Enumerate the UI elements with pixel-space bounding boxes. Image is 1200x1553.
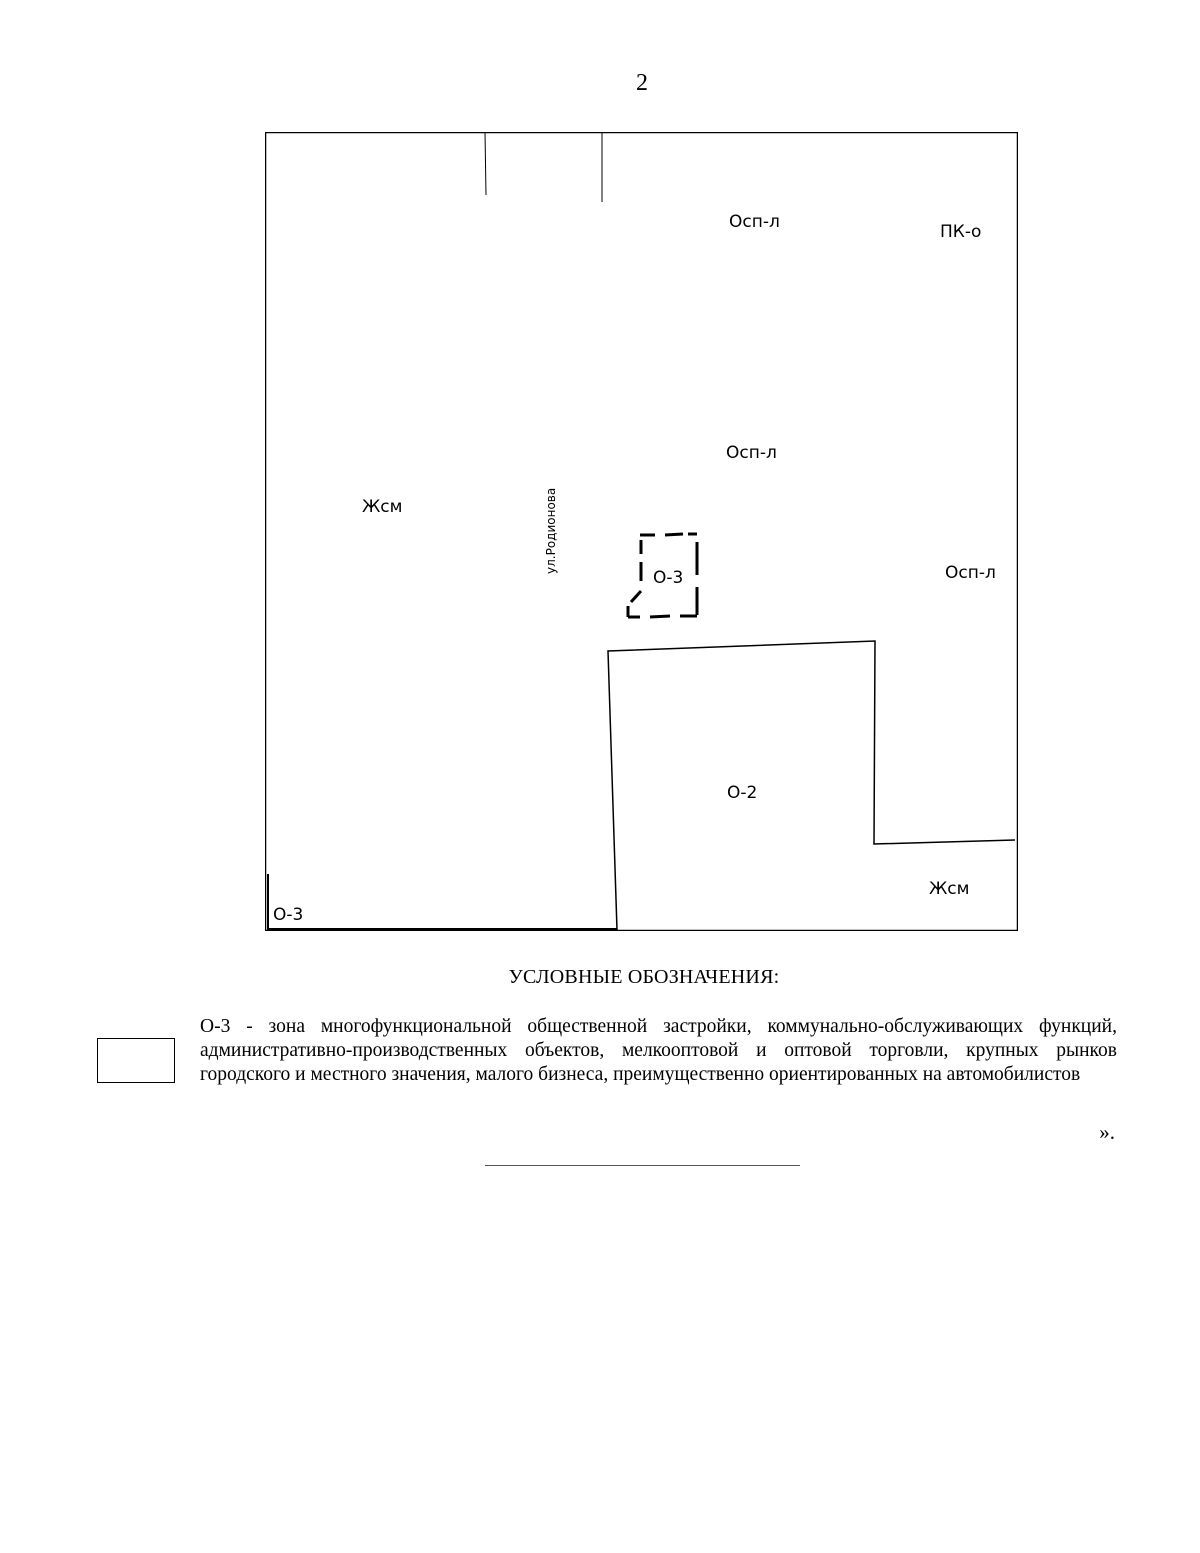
street-label: ул.Родионова bbox=[544, 487, 558, 574]
zone-label-ospl: Осп-л bbox=[945, 563, 996, 583]
zone-label-ospl: Осп-л bbox=[729, 212, 780, 232]
zone-label-pko: ПК-о bbox=[940, 222, 982, 242]
closing-quote: ». bbox=[1099, 1120, 1115, 1144]
zone-label-zhsm: Жсм bbox=[362, 497, 403, 517]
o2-boundary bbox=[607, 640, 1016, 931]
divider-line bbox=[485, 1165, 800, 1166]
top-boundary-line bbox=[484, 132, 487, 196]
legend-description: О-3 - зона многофункциональной обществен… bbox=[200, 1016, 1117, 1085]
legend-title: УСЛОВНЫЕ ОБОЗНАЧЕНИЯ: bbox=[508, 966, 780, 988]
zone-label-ospl: Осп-л bbox=[726, 443, 777, 463]
zone-label-o2: О-2 bbox=[727, 783, 758, 803]
zone-label-zhsm: Жсм bbox=[929, 879, 970, 899]
zone-label-o3: О-3 bbox=[273, 905, 304, 925]
zone-label-o3: О-3 bbox=[653, 568, 684, 588]
outline-rectangle-icon bbox=[97, 1038, 175, 1083]
zoning-map: Осп-л ПК-о Осп-л Жсм О-3 Осп-л О-2 Жсм О… bbox=[265, 132, 1018, 931]
page-number: 2 bbox=[636, 70, 648, 96]
o3-plot-boundary bbox=[626, 532, 699, 619]
map-lines bbox=[265, 132, 1018, 931]
map-frame bbox=[265, 132, 1018, 931]
